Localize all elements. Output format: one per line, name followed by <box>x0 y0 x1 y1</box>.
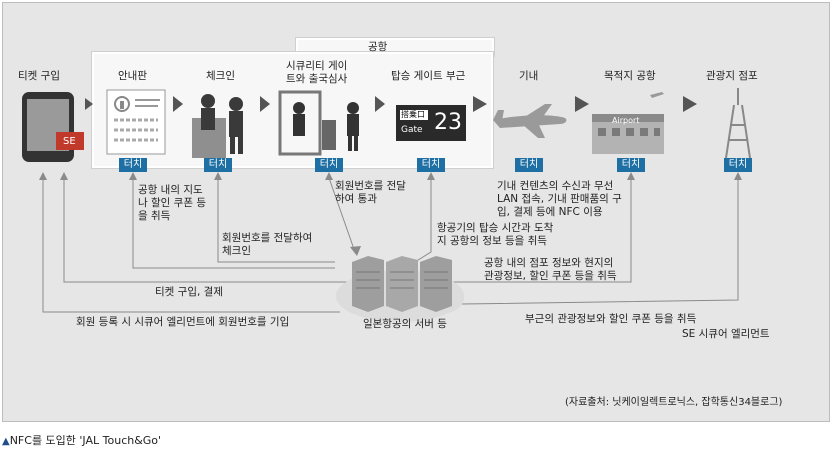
desc-destination: 공항 내의 점포 정보와 현지의 관광정보, 할인 쿠폰 등을 취득 <box>484 257 617 282</box>
server-icon <box>352 256 452 312</box>
airport-tab <box>296 38 494 56</box>
flow-arrow-2 <box>173 96 183 112</box>
flow-arrow-4 <box>375 96 385 112</box>
stage-label-ticket: 티켓 구입 <box>18 70 60 82</box>
phone-icon <box>22 92 84 162</box>
security-gate-icon <box>278 90 359 156</box>
desc-security: 회원번호를 전달 하여 통과 <box>335 180 406 205</box>
destination-airport-icon <box>592 92 664 154</box>
touch-badge-security: 터치 <box>315 158 343 172</box>
stage-label-checkin: 체크인 <box>206 70 235 82</box>
desc-info: 공항 내의 지도 나 할인 쿠폰 등 을 취득 <box>138 184 206 222</box>
flow-arrow-7 <box>683 96 697 112</box>
desc-ticket-purchase: 티켓 구입, 결제 <box>155 286 223 298</box>
stage-label-gate: 탑승 게이트 부근 <box>391 70 466 82</box>
airport-sign: Airport <box>612 116 640 125</box>
gate-sign-word: Gate <box>401 125 423 135</box>
ticket-purchase-line <box>63 178 355 283</box>
server-label: 일본항공의 서버 등 <box>363 318 447 330</box>
security-line <box>328 177 356 253</box>
stage-label-security: 시큐리티 게이 트와 출국심사 <box>286 60 348 85</box>
flow-arrow-1 <box>85 98 93 110</box>
flow-arrow-5 <box>473 96 487 112</box>
caption-text: NFC를 도입한 'JAL Touch&Go' <box>9 434 162 447</box>
touch-badge-tourist: 터치 <box>724 158 752 172</box>
info-board-icon <box>106 89 166 155</box>
flow-arrow-6 <box>575 96 589 112</box>
touch-badge-gate: 터치 <box>417 158 445 172</box>
airport-label: 공항 <box>368 41 388 53</box>
destination-line <box>450 178 632 283</box>
gate-sign-number: 23 <box>434 110 462 135</box>
stage-label-tourist: 관광지 점포 <box>706 70 758 82</box>
airplane-icon <box>493 104 567 138</box>
stage-label-info-board: 안내판 <box>118 70 147 82</box>
gate-sign-top: 搭乗口 <box>401 110 425 119</box>
desc-checkin: 회원번호를 전달하여 체크인 <box>222 232 313 257</box>
info-line <box>132 178 335 269</box>
touch-badge-destination: 터치 <box>617 158 645 172</box>
desc-tourist: 부근의 관광정보와 할인 쿠폰 등을 취득 <box>525 313 697 325</box>
caption-triangle-icon: ▲ <box>2 436 10 447</box>
touch-badge-cabin: 터치 <box>515 158 543 172</box>
desc-registration: 회원 등록 시 시큐어 엘리먼트에 회원번호를 기입 <box>76 316 290 328</box>
stage-label-cabin: 기내 <box>519 70 539 82</box>
tourist-line <box>461 178 739 305</box>
se-label: SE <box>63 136 76 147</box>
touch-badge-info: 터치 <box>119 158 147 172</box>
stage-label-destination: 목적지 공항 <box>604 70 656 82</box>
desc-se-element: SE 시큐어 엘리먼트 <box>682 328 770 340</box>
checkin-line <box>217 178 335 263</box>
flow-arrow-3 <box>260 96 270 112</box>
gate-sign-icon <box>396 105 466 141</box>
checkin-icon <box>192 94 243 158</box>
figure-caption: ▲NFC를 도입한 'JAL Touch&Go' <box>2 432 161 448</box>
source-credit: (자료출처: 닛케이일렉트로닉스, 잡학통신34블로그) <box>565 397 783 408</box>
desc-cabin: 기내 컨텐츠의 수신과 무선 LAN 접속, 기내 판매품의 구 입, 결제 등… <box>497 180 622 218</box>
registration-line <box>42 178 340 313</box>
gate-line <box>414 178 432 263</box>
tower-icon <box>725 88 751 159</box>
touch-badge-checkin: 터치 <box>204 158 232 172</box>
desc-gate: 항공기의 탑승 시간과 도착 지 공항의 정보 등을 취득 <box>437 222 554 247</box>
